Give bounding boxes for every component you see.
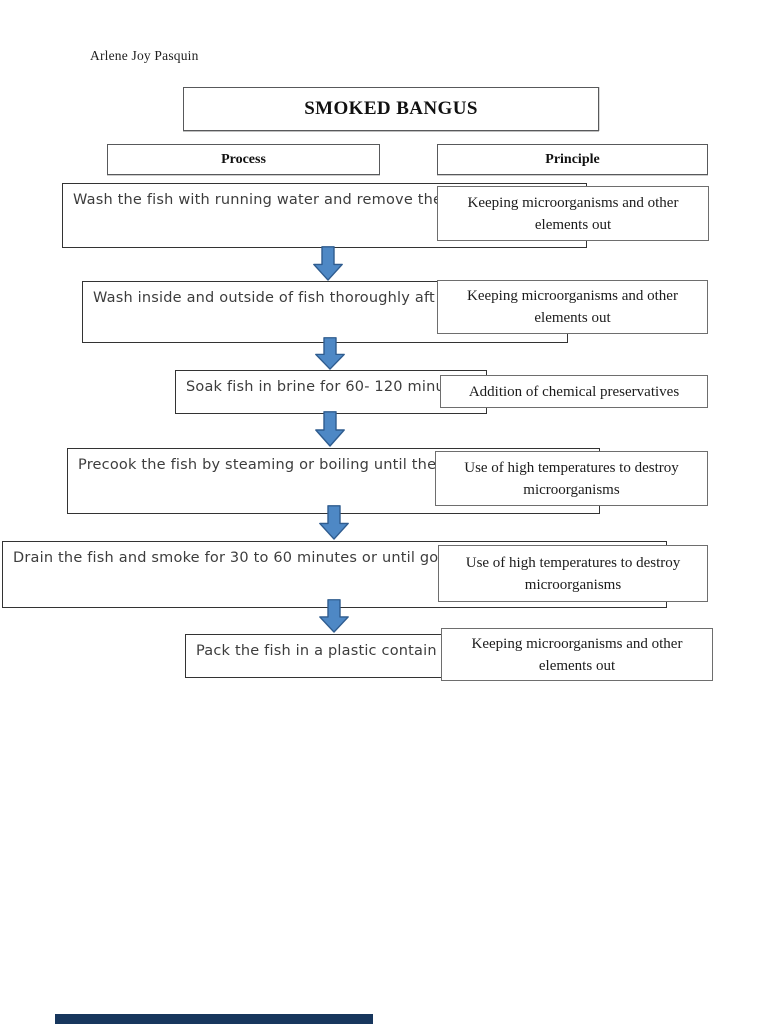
- down-arrow-icon: [315, 337, 345, 370]
- column-header-principle-label: Principle: [545, 151, 600, 167]
- process-step-text: Wash the fish with running water and rem…: [73, 192, 443, 208]
- process-step-text: Wash inside and outside of fish thorough…: [93, 290, 435, 306]
- column-header-process-label: Process: [221, 151, 266, 167]
- principle-text: Keeping microorganisms and other element…: [471, 635, 683, 674]
- column-header-principle: Principle: [437, 144, 708, 175]
- principle-text: Addition of chemical preservatives: [468, 383, 680, 400]
- principle-box-4: Use of high temperatures to destroy micr…: [435, 451, 708, 506]
- down-arrow-icon: [319, 599, 349, 633]
- author-name: Arlene Joy Pasquin: [90, 48, 199, 63]
- principle-box-2: Keeping microorganisms and other element…: [437, 280, 708, 334]
- title-box: SMOKED BANGUS: [183, 87, 599, 131]
- principle-box-1: Keeping microorganisms and other element…: [437, 186, 709, 241]
- process-step-text: Drain the fish and smoke for 30 to 60 mi…: [13, 550, 439, 566]
- down-arrow-icon: [315, 411, 345, 447]
- principle-box-3: Addition of chemical preservatives: [440, 375, 708, 408]
- page-footer-bar: [55, 1014, 373, 1024]
- down-arrow-icon: [319, 505, 349, 540]
- principle-text: Keeping microorganisms and other element…: [467, 194, 679, 233]
- column-header-process: Process: [107, 144, 380, 175]
- principle-text: Use of high temperatures to destroy micr…: [465, 554, 681, 593]
- principle-text: Keeping microorganisms and other element…: [467, 288, 678, 326]
- process-step-text: Soak fish in brine for 60- 120 minu: [186, 379, 445, 395]
- principle-box-5: Use of high temperatures to destroy micr…: [438, 545, 708, 602]
- page-title: SMOKED BANGUS: [304, 98, 478, 119]
- process-step-text: Pack the fish in a plastic contain: [196, 643, 437, 659]
- process-step-text: Precook the fish by steaming or boiling …: [78, 457, 437, 473]
- principle-box-6: Keeping microorganisms and other element…: [441, 628, 713, 681]
- principle-text: Use of high temperatures to destroy micr…: [464, 459, 679, 498]
- down-arrow-icon: [313, 246, 343, 281]
- process-step-box-3: Soak fish in brine for 60- 120 minu: [175, 370, 487, 414]
